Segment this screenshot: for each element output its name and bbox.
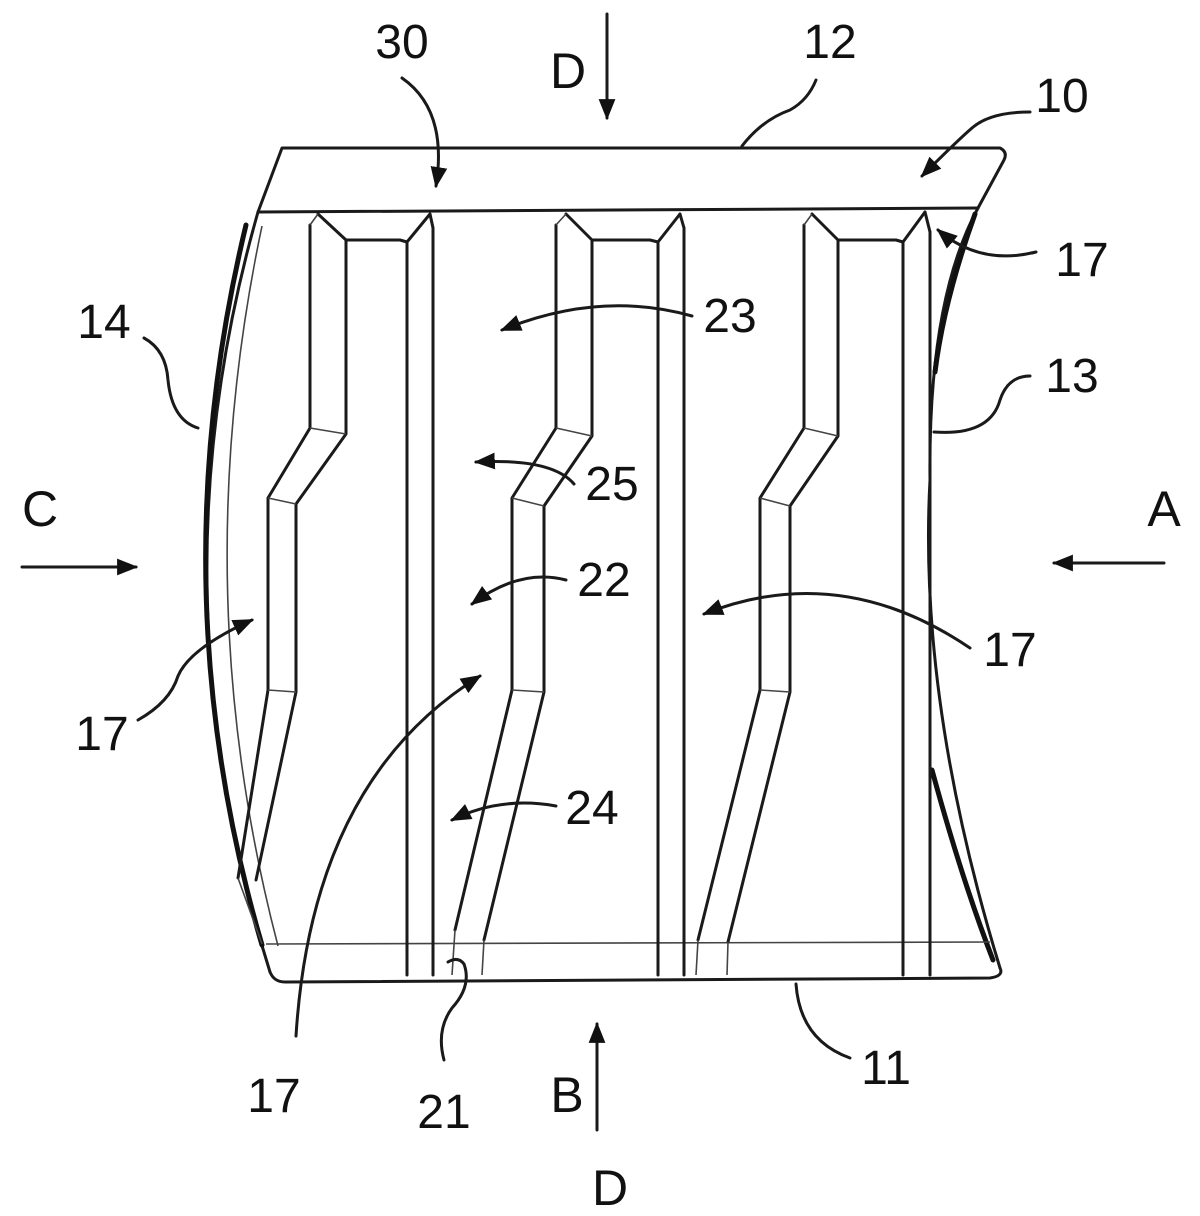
leader-23 — [500, 304, 694, 332]
label-17-left: 17 — [75, 708, 128, 761]
view-label-bottom-b: B — [550, 1067, 583, 1123]
label-17-bottom: 17 — [247, 1070, 300, 1123]
wall-chamfers — [405, 210, 932, 244]
label-12: 12 — [803, 16, 856, 69]
bottom-edge — [268, 966, 1003, 984]
label-17-top-right: 17 — [1055, 234, 1108, 287]
bottom-rib-stubs — [237, 877, 729, 976]
label-21: 21 — [417, 1086, 470, 1139]
leader-11 — [794, 982, 852, 1060]
leader-14 — [142, 336, 200, 430]
left-inner-edge — [226, 225, 279, 947]
view-label-top-d: D — [550, 43, 586, 99]
leader-13 — [932, 374, 1032, 434]
reference-numerals: 30 12 10 17 14 23 13 25 22 17 17 24 17 2… — [75, 16, 1108, 1139]
leader-24 — [450, 801, 558, 822]
leader-30 — [400, 76, 448, 189]
leader-17-top-right — [936, 228, 1038, 258]
leader-17-right — [702, 591, 972, 650]
label-13: 13 — [1045, 350, 1098, 403]
leader-10 — [920, 110, 1032, 178]
label-17-right: 17 — [983, 624, 1036, 677]
joggled-rib-right — [696, 212, 905, 944]
view-label-right-a: A — [1147, 481, 1181, 537]
leader-17-left — [136, 618, 254, 722]
label-14: 14 — [77, 296, 130, 349]
label-25: 25 — [585, 458, 638, 511]
label-30: 30 — [375, 16, 428, 69]
right-side-shadow-upper — [932, 211, 978, 375]
leader-22 — [470, 575, 568, 606]
label-10: 10 — [1035, 70, 1088, 123]
leader-25 — [473, 452, 576, 486]
left-curved-side-shadow — [203, 222, 265, 948]
joggled-rib-left — [236, 212, 409, 882]
leader-21 — [439, 957, 468, 1062]
straight-walls — [405, 226, 932, 977]
view-label-bottom-d: D — [592, 1160, 628, 1216]
leader-12 — [740, 78, 818, 148]
view-label-left-c: C — [22, 481, 58, 537]
bottom-ledge-line — [265, 941, 991, 945]
leader-17-bottom — [294, 674, 482, 1038]
top-flange — [256, 146, 1007, 214]
component-body — [203, 146, 1007, 984]
rib-top-edge — [256, 206, 980, 214]
joggled-rib-middle — [453, 212, 660, 942]
right-concave-side-lower — [926, 478, 1002, 970]
label-11: 11 — [861, 1042, 911, 1095]
label-24: 24 — [565, 782, 618, 835]
label-23: 23 — [703, 290, 756, 343]
leader-lines — [136, 76, 1038, 1062]
right-side-shadow-lower — [929, 767, 996, 963]
view-arrows — [20, 12, 1166, 1132]
label-22: 22 — [577, 554, 630, 607]
